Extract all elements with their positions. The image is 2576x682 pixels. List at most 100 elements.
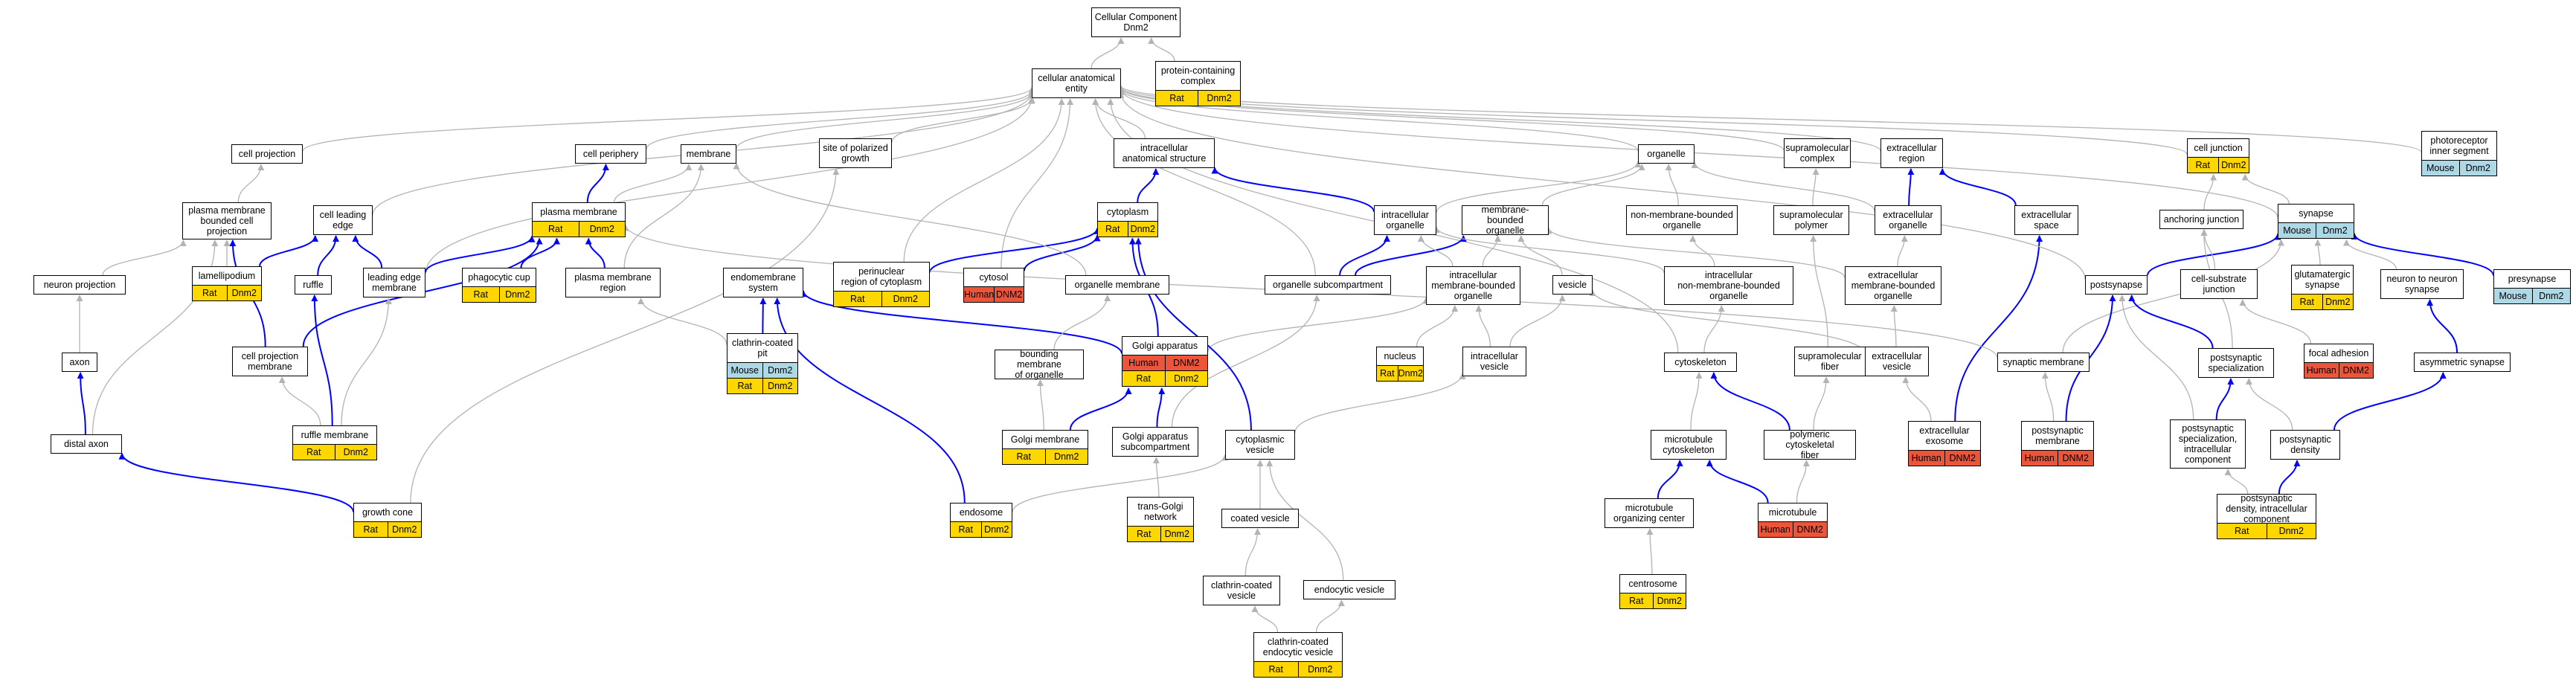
node-organelle[interactable]: organelle	[1638, 144, 1695, 164]
node-exspace[interactable]: extracellular space	[2014, 205, 2078, 235]
node-mtcyto[interactable]: microtubule cytoskeleton	[1651, 430, 1727, 460]
node-iv[interactable]: intracellular vesicle	[1462, 347, 1526, 376]
node-anchoring[interactable]: anchoring junction	[2159, 210, 2243, 229]
node-bmo[interactable]: bounding membrane of organelle	[995, 349, 1084, 380]
node-label: plasma membrane	[540, 207, 617, 217]
species-badge: Rat	[1128, 527, 1160, 541]
node-periph[interactable]: cell periphery	[575, 144, 646, 164]
gene-badge: Dnm2	[1127, 222, 1157, 237]
node-label: centrosome	[1628, 579, 1677, 589]
node-asym[interactable]: asymmetric synapse	[2414, 353, 2511, 372]
node-postsyn[interactable]: postsynapse	[2085, 275, 2148, 295]
node-exves[interactable]: extracellular vesicle	[1865, 347, 1929, 376]
node-mbo[interactable]: membrane-bounded organelle	[1462, 205, 1549, 236]
node-n2n[interactable]: neuron to neuron synapse	[2380, 269, 2464, 299]
node-leadedge[interactable]: cell leading edge	[313, 205, 373, 235]
node-membrane[interactable]: membrane	[681, 144, 736, 164]
node-cytoskel[interactable]: cytoskeleton	[1664, 353, 1737, 372]
node-pmbcp[interactable]: plasma membrane bounded cell projection	[182, 202, 272, 239]
node-lemem[interactable]: leading edge membrane	[363, 268, 425, 297]
node-intraorg[interactable]: intracellular organelle	[1374, 205, 1436, 235]
node-imbo[interactable]: intracellular membrane-bounded organelle	[1426, 266, 1520, 305]
node-orgmem[interactable]: organelle membrane	[1065, 275, 1169, 295]
node-label: axon	[69, 357, 90, 367]
node-label: site of polarized growth	[823, 143, 888, 164]
node-exreg[interactable]: extracellular region	[1880, 138, 1943, 168]
node-cellproj[interactable]: cell projection	[231, 144, 303, 164]
node-exmbo[interactable]: extracellular membrane-bounded organelle	[1845, 266, 1941, 305]
gene-badge: DNM2	[994, 287, 1024, 302]
node-ccv[interactable]: clathrin-coated vesicle	[1203, 576, 1280, 605]
node-psd[interactable]: postsynaptic density	[2270, 430, 2340, 460]
gene-badge: Dnm2	[1652, 593, 1686, 608]
node-nmbo[interactable]: non-membrane-bounded organelle	[1626, 205, 1738, 235]
node-coatedves[interactable]: coated vesicle	[1221, 509, 1299, 528]
node-neuronproj[interactable]: neuron projection	[33, 275, 126, 295]
edge-annotated	[520, 237, 560, 268]
edge-annotated	[1156, 387, 1166, 428]
node-suppoly[interactable]: supramolecular polymer	[1773, 205, 1849, 235]
node-cpm[interactable]: cell projection membrane	[232, 347, 308, 376]
node-pmr[interactable]: plasma membrane region	[565, 268, 661, 297]
node-endoves[interactable]: endocytic vesicle	[1303, 580, 1395, 599]
node-csj[interactable]: cell-substrate junction	[2180, 269, 2258, 299]
node-label: growth cone	[362, 507, 414, 518]
node-axon[interactable]: axon	[62, 353, 97, 372]
node-endomem[interactable]: endomembrane system	[723, 268, 803, 297]
node-mtoc[interactable]: microtubule organizing center	[1605, 498, 1694, 528]
node-inmbo[interactable]: intracellular non-membrane-bounded organ…	[1664, 266, 1793, 305]
node-label: vesicle	[1558, 280, 1587, 290]
node-orgsub[interactable]: organelle subcompartment	[1265, 275, 1391, 295]
node-label: clathrin-coated vesicle	[1211, 580, 1272, 601]
node-pcf[interactable]: polymeric cytoskeletal fiber	[1764, 429, 1856, 460]
node-pssic[interactable]: postsynaptic specialization, intracellul…	[2170, 419, 2246, 469]
node-pss[interactable]: postsynaptic specialization	[2198, 348, 2274, 378]
node-distaxon[interactable]: distal axon	[51, 434, 122, 454]
node-synmem[interactable]: synaptic membrane	[1997, 353, 2090, 372]
node-vesicle[interactable]: vesicle	[1552, 275, 1593, 295]
node-smf[interactable]: supramolecular fiber	[1794, 347, 1866, 376]
node-ruffle[interactable]: ruffle	[295, 275, 332, 295]
node-cytoves[interactable]: cytoplasmic vesicle	[1225, 430, 1295, 460]
node-root[interactable]: Cellular Component Dnm2	[1091, 7, 1181, 37]
node-supcomplex[interactable]: supramolecular complex	[1784, 138, 1851, 168]
edge-annotated	[586, 164, 609, 203]
node-exorg[interactable]: extracellular organelle	[1875, 205, 1941, 235]
node-cae[interactable]: cellular anatomical entity	[1032, 68, 1121, 98]
node-sopg[interactable]: site of polarized growth	[819, 138, 892, 168]
node-psdic[interactable]: postsynaptic density, intracellular comp…	[2217, 493, 2316, 539]
edge-is-a	[2119, 295, 2194, 420]
node-ias[interactable]: intracellular anatomical structure	[1114, 138, 1215, 168]
node-gas[interactable]: Golgi apparatus subcompartment	[1112, 427, 1198, 457]
edge-is-a	[2239, 299, 2312, 344]
node-label: extracellular exosome	[1919, 425, 1970, 446]
species-badge: Rat	[354, 522, 388, 537]
